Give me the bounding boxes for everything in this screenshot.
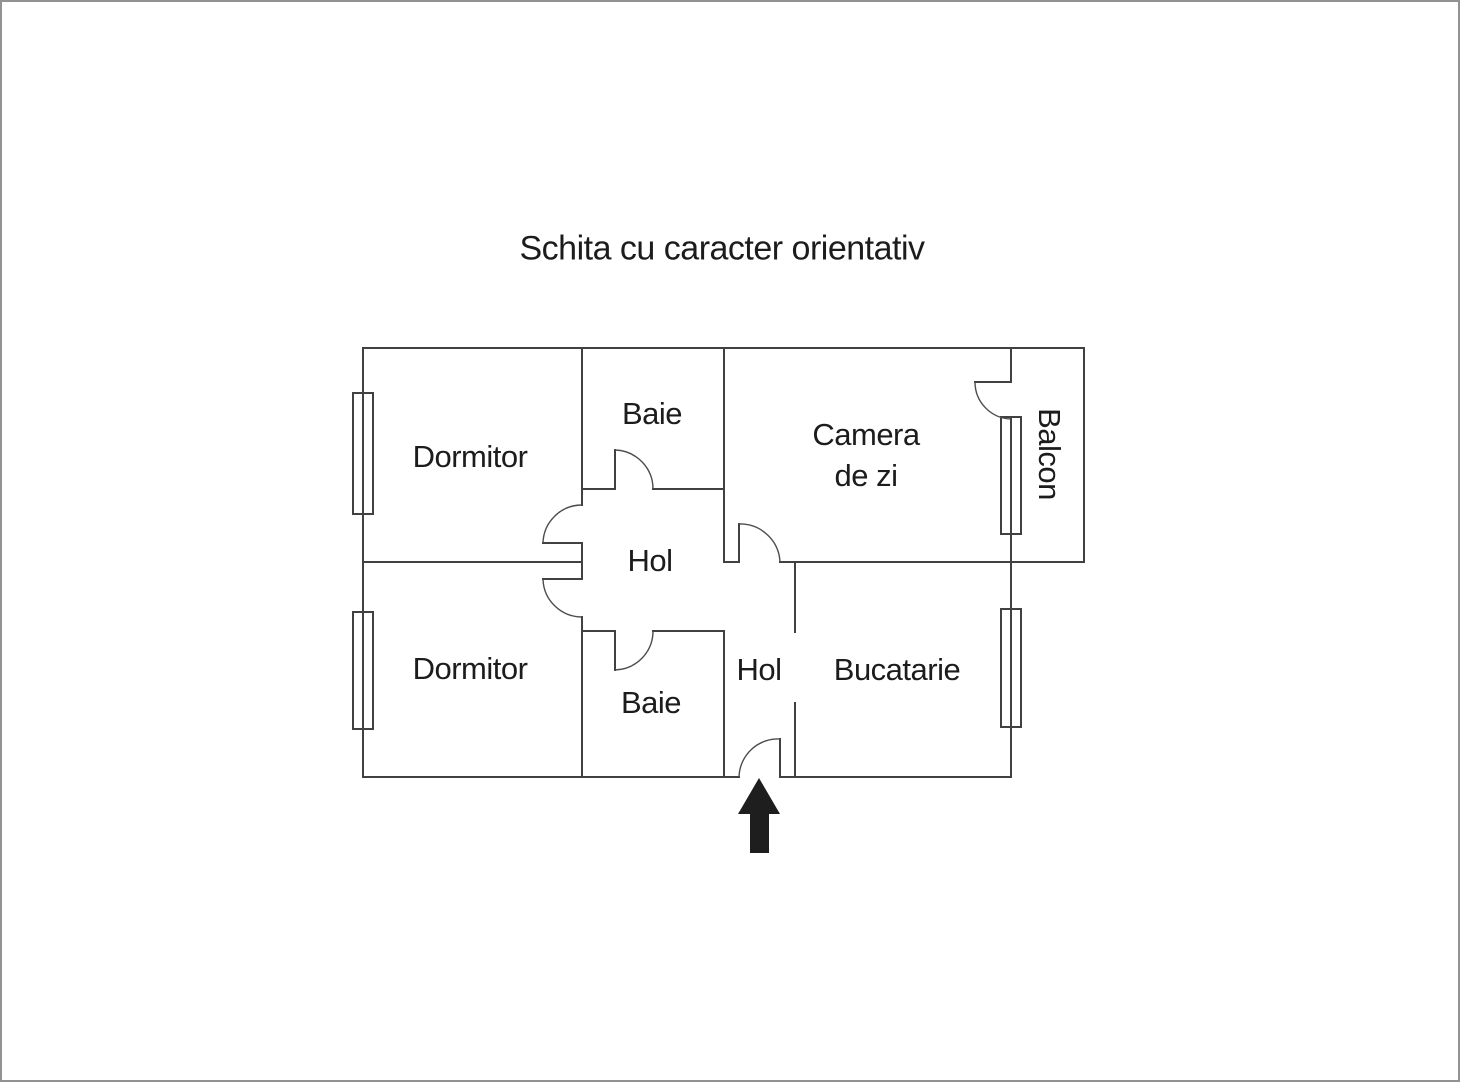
room-label-hol-upper: Hol	[627, 543, 673, 578]
door-arc-camera	[738, 523, 781, 563]
room-label-camera-de-zi: Camera de zi	[812, 414, 920, 496]
door-arc-baie-bottom	[614, 630, 654, 671]
room-label-dormitor-bottom: Dormitor	[412, 651, 528, 686]
room-label-balcon: Balcon	[1032, 408, 1067, 500]
room-label-dormitor-top: Dormitor	[412, 439, 528, 474]
entrance-arrow-icon	[738, 778, 780, 853]
page-title: Schita cu caracter orientativ	[519, 229, 925, 268]
door-arc-dormitor-top	[542, 504, 583, 544]
door-arc-balcon	[974, 381, 1012, 420]
door-arcs	[542, 381, 1012, 778]
window-symbols	[352, 392, 1022, 730]
door-arc-dormitor-bottom	[542, 578, 583, 618]
door-arc-baie-top	[614, 449, 654, 490]
door-arc-entrance	[738, 738, 781, 778]
room-label-baie-bottom: Baie	[620, 685, 682, 720]
room-label-bucatarie: Bucatarie	[833, 652, 961, 687]
wall-hol-pier	[542, 542, 583, 580]
walls	[362, 347, 1085, 778]
room-label-baie-top: Baie	[621, 396, 683, 431]
room-label-camera-de-zi-line1: Camera	[812, 417, 920, 452]
room-label-camera-de-zi-line2: de zi	[834, 458, 898, 493]
room-label-hol-lower: Hol	[736, 652, 782, 687]
